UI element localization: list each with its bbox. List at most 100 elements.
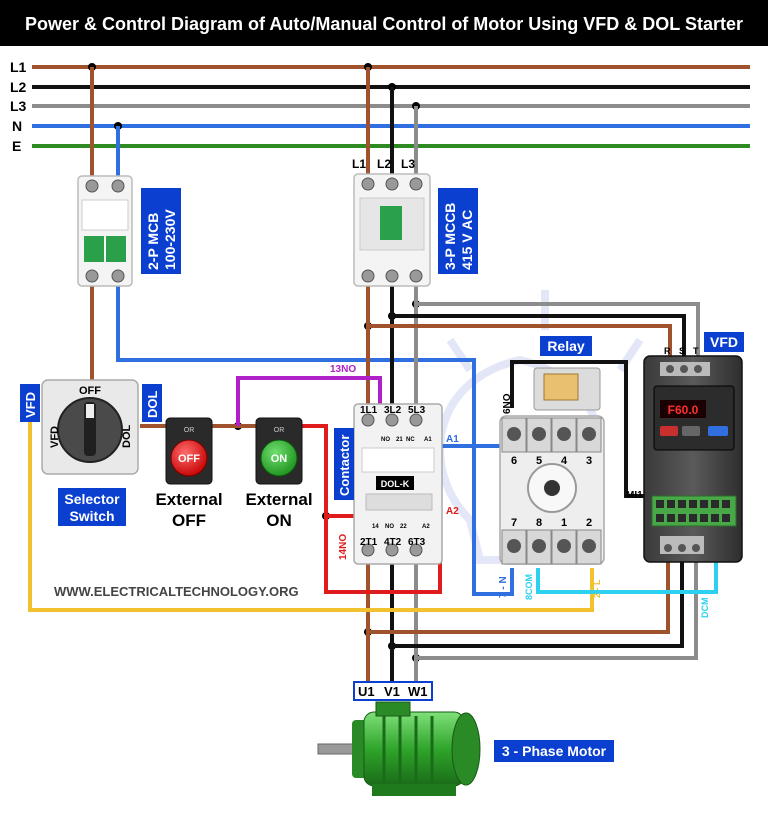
motor-terminal-v1: V1 <box>384 684 400 699</box>
contactor-aux-bottom-22: 22 <box>400 524 407 530</box>
motor-label: 3 - Phase Motor <box>494 740 614 762</box>
contactor-nameplate <box>376 476 414 490</box>
three-phase-motor-icon <box>317 701 481 796</box>
relay-bottom-2: 2 <box>586 517 592 529</box>
relay-bottom-7: 7 <box>511 517 517 529</box>
svg-text:Relay: Relay <box>547 338 585 354</box>
tag-13no: 13NO <box>330 364 356 375</box>
tag-a2: A2 <box>446 506 459 517</box>
external-on-caption-line2: ON <box>266 511 292 530</box>
svg-text:3 - Phase Motor: 3 - Phase Motor <box>502 743 607 759</box>
relay-bottom-1: 1 <box>561 517 567 529</box>
selector-face-left: VFD <box>49 426 61 448</box>
mccb-label-line1: 3-P MCCB <box>442 203 458 270</box>
svg-text:Selector: Selector <box>64 491 120 507</box>
relay-base[interactable] <box>499 415 605 565</box>
bus-label-l3: L3 <box>10 98 27 114</box>
contactor-terminal-2t1: 2T1 <box>360 537 378 548</box>
contactor-aux-top-no: NO <box>381 437 390 443</box>
contactor-aux-bottom-no: NO <box>385 524 394 530</box>
motor-terminal-box <box>353 681 433 701</box>
mccb-terminal-l1: L1 <box>352 157 366 171</box>
off-button-face: OFF <box>178 453 200 465</box>
tag-8com: 8COM <box>524 574 534 600</box>
external-off-caption-line1: External <box>155 490 222 509</box>
mccb-label-line2: 415 V AC <box>459 210 475 270</box>
selector-switch[interactable] <box>41 379 139 475</box>
on-button-face: ON <box>271 453 288 465</box>
bus-label-e: E <box>12 138 21 154</box>
external-on-caption-line1: External <box>245 490 312 509</box>
junction-dots <box>88 63 420 662</box>
svg-text:Switch: Switch <box>69 508 114 524</box>
vfd-title: VFD <box>704 332 744 352</box>
mccb-label: 3-P MCCB 415 V AC <box>438 188 478 274</box>
external-off-caption-line2: OFF <box>172 511 206 530</box>
contactor-terminal-4t2: 4T2 <box>384 537 402 548</box>
vfd-display <box>660 400 706 418</box>
contactor-aux-top-a1: A1 <box>424 437 432 443</box>
tag-2l: 2 - L <box>592 579 602 598</box>
tag-dcm: DCM <box>700 598 710 619</box>
svg-text:VFD: VFD <box>23 392 38 418</box>
vfd-terminal-r: R <box>664 346 671 356</box>
svg-text:VFD: VFD <box>710 334 738 350</box>
relay-top-4: 4 <box>561 455 568 467</box>
contactor-label: Contactor <box>334 428 354 500</box>
contactor-nameplate-text: DOL-K <box>381 479 410 489</box>
svg-text:DOL: DOL <box>145 391 160 419</box>
bus-label-l2: L2 <box>10 79 27 95</box>
motor-terminal-w1: W1 <box>408 684 428 699</box>
contactor-aux-bottom-14: 14 <box>372 524 379 530</box>
external-on-button[interactable]: OR ON <box>255 417 303 485</box>
svg-text:Contactor: Contactor <box>337 435 352 496</box>
selector-side-label-left: VFD <box>20 384 40 422</box>
relay-bottom-8: 8 <box>536 517 542 529</box>
mccb-3pole[interactable] <box>353 173 431 287</box>
bus-label-l1: L1 <box>10 59 27 75</box>
tag-6no: 6NO <box>502 393 513 414</box>
motor-terminal-u1: U1 <box>358 684 375 699</box>
relay-title: Relay <box>540 336 592 356</box>
vfd-run-key[interactable] <box>660 426 678 436</box>
vfd-display-text: F60.0 <box>668 403 699 417</box>
relay-top-3: 3 <box>586 455 592 467</box>
contactor-terminal-6t3: 6T3 <box>408 537 426 548</box>
vfd-drive[interactable] <box>643 355 743 563</box>
vfd-terminal-t: T <box>693 346 699 356</box>
tag-mi1: MI1 <box>626 490 643 501</box>
relay-top-6: 6 <box>511 455 517 467</box>
selector-caption: Selector Switch <box>58 488 126 526</box>
contactor[interactable] <box>353 403 443 565</box>
bus-label-n: N <box>12 118 22 134</box>
vfd-stop-key[interactable] <box>682 426 700 436</box>
tag-14no: 14NO <box>338 534 349 560</box>
selector-off-label: OFF <box>79 385 101 397</box>
mccb-terminal-l3: L3 <box>401 157 415 171</box>
mcb-label-line2: 100-230V <box>162 209 178 270</box>
mccb-terminal-l2: L2 <box>377 157 391 171</box>
external-off-button[interactable]: OR OFF <box>165 417 213 485</box>
contactor-terminal-1l1: 1L1 <box>360 405 378 416</box>
vfd-terminal-s: S <box>679 346 685 356</box>
on-button-top-mark: OR <box>274 427 285 434</box>
mcb-label: 2-P MCB 100-230V <box>141 188 181 274</box>
selector-face-right: DOL <box>121 425 133 449</box>
mcb-2pole[interactable] <box>77 175 133 287</box>
mcb-label-line1: 2-P MCB <box>145 213 161 270</box>
vfd-enter-key[interactable] <box>708 426 728 436</box>
watermark-url: WWW.ELECTRICALTECHNOLOGY.ORG <box>54 584 299 599</box>
relay-module <box>533 367 601 411</box>
page-title: Power & Control Diagram of Auto/Manual C… <box>25 14 743 34</box>
tag-7n: 7 - N <box>498 576 509 598</box>
tag-a1: A1 <box>446 434 459 445</box>
contactor-terminal-3l2: 3L2 <box>384 405 402 416</box>
contactor-terminal-5l3: 5L3 <box>408 405 426 416</box>
contactor-aux-top-21: 21 <box>396 437 403 443</box>
contactor-aux-top-nc: NC <box>406 437 415 443</box>
contactor-aux-bottom-a2: A2 <box>422 524 430 530</box>
selector-side-label-right: DOL <box>142 384 162 422</box>
off-button-top-mark: OR <box>184 427 195 434</box>
